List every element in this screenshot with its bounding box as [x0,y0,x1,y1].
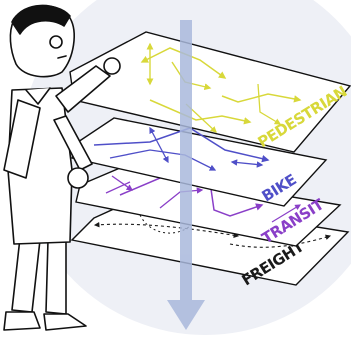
layered-mobility-illustration: FREIGHT TRANSIT BIKE PEDESTRIAN [0,0,351,350]
